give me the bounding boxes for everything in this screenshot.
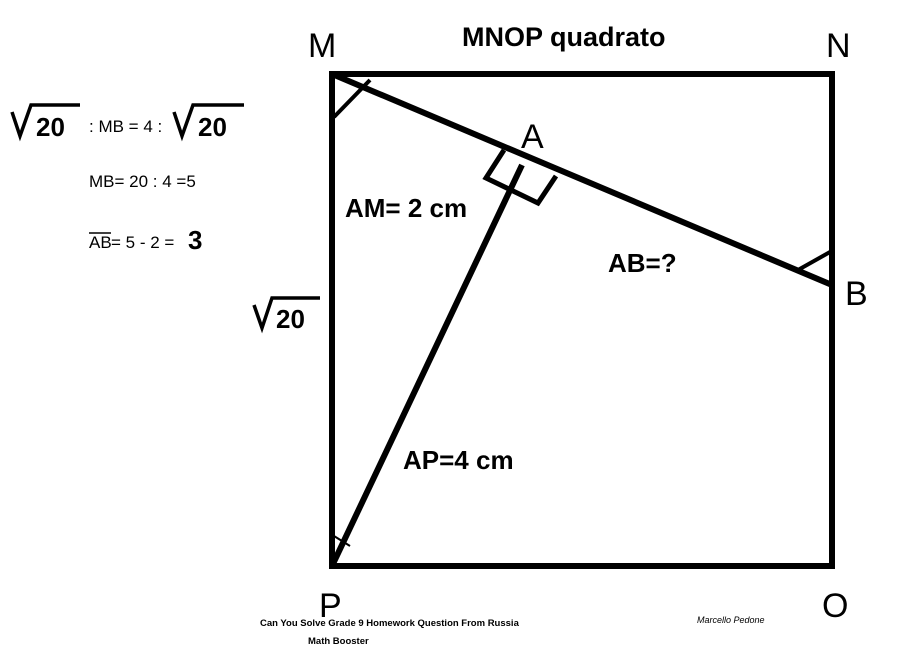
credit-channel: Math Booster bbox=[308, 636, 369, 647]
segment-pa bbox=[329, 163, 525, 568]
radical-sign bbox=[10, 103, 80, 142]
working-line-2: MB= 20 : 4 =5 bbox=[89, 172, 196, 191]
radical-number: 20 bbox=[276, 304, 305, 334]
angle-mark-b bbox=[797, 250, 831, 272]
vertex-label-n: N bbox=[826, 27, 851, 65]
angle-mark-p bbox=[333, 535, 351, 547]
segment-mb bbox=[330, 71, 834, 288]
result-value: 3 bbox=[188, 225, 202, 255]
working-line-3: AB = 5 - 2 = 3 bbox=[89, 225, 202, 255]
measure-am: AM= 2 cm bbox=[345, 193, 467, 223]
overlined-segment: AB bbox=[89, 233, 112, 252]
side-length-radical: 20 bbox=[252, 296, 320, 334]
right-angle-marker bbox=[482, 148, 559, 207]
vertex-label-a: A bbox=[521, 118, 544, 156]
credit-question: Can You Solve Grade 9 Homework Question … bbox=[260, 618, 520, 629]
vertex-label-m: M bbox=[308, 27, 336, 65]
vertex-label-b: B bbox=[845, 275, 868, 313]
radical-number: 20 bbox=[36, 112, 65, 142]
square-mnop bbox=[329, 71, 835, 569]
radical-number: 20 bbox=[198, 112, 227, 142]
vertex-label-p: P bbox=[319, 587, 342, 625]
angle-mark-m bbox=[332, 78, 372, 119]
radical-sign bbox=[252, 296, 320, 334]
working-line-1: 20 : MB = 4 : 20 bbox=[10, 103, 244, 142]
measure-ap: AP=4 cm bbox=[403, 445, 514, 475]
diagram-title: MNOP quadrato bbox=[462, 22, 666, 52]
credit-author: Marcello Pedone bbox=[697, 615, 765, 625]
radical-sign bbox=[172, 103, 244, 142]
working-text: = 5 - 2 = bbox=[111, 233, 174, 252]
working-text: : MB = 4 : bbox=[89, 117, 162, 136]
measure-ab: AB=? bbox=[608, 248, 677, 278]
vertex-label-o: O bbox=[822, 587, 848, 625]
